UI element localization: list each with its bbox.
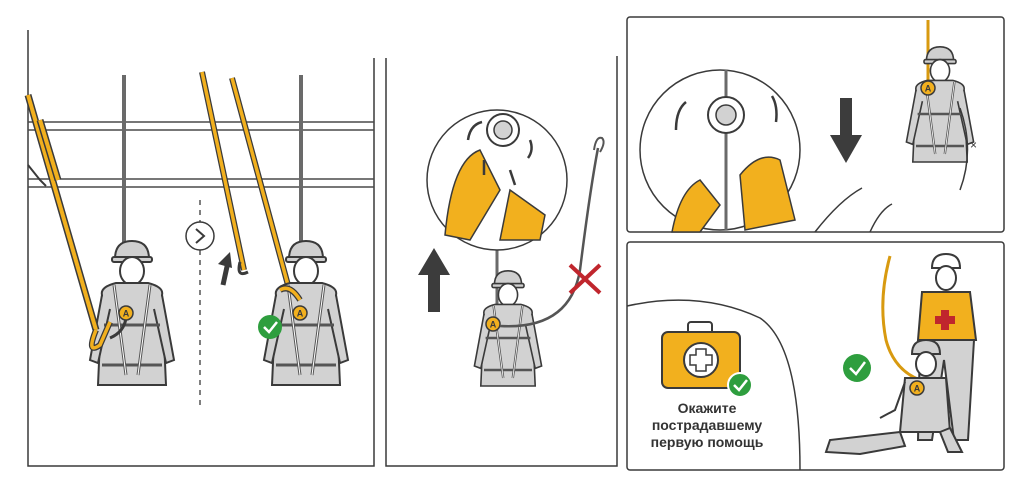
anchor-letter: A [297,309,304,319]
check-circle-icon [258,315,282,339]
anchor-point-panel-2: A [485,316,501,332]
reaching-arm [814,187,863,233]
arrow-up-icon [218,252,232,286]
first-aid-kit-icon [661,321,741,389]
check-circle-icon [727,372,753,398]
arrow-down-large-icon [830,98,862,163]
caption-line-2: пострадавшему [651,417,763,433]
first-aid-caption: Окажите пострадавшему первую помощь [617,400,797,451]
anchor-letter: A [914,384,921,394]
rope-panel-4 [881,255,921,382]
panel-step-1: A A [24,30,375,467]
chevron-right-circle-icon [185,221,215,251]
panel-step-3: A × [626,16,1005,233]
panel-2-frame [385,56,618,467]
cut-mark: × [970,138,977,152]
anchor-point-panel-3: A [920,80,936,96]
detail-inset-descender [426,109,568,251]
scaffold-bars [28,121,374,188]
anchor-letter: A [490,320,497,330]
arrow-up-large-icon [418,248,450,312]
rescue-pole-left [24,94,113,351]
worker-figure-hanging [473,269,543,388]
anchor-point-panel-4: A [909,380,925,396]
panel-step-4: A [626,241,1005,471]
anchor-point-right: A [292,305,308,321]
panel-1-frame [27,30,375,467]
red-cross-icon [568,263,602,295]
rescue-pole-right [199,71,295,301]
caption-line-3: первую помощь [650,434,764,450]
detail-inset-lowering [639,69,801,233]
medical-cross-icon [935,310,955,330]
anchor-letter: A [925,84,932,94]
check-circle-icon [843,354,871,382]
panel-step-2: A [385,56,618,467]
lanyard-cut [499,147,600,328]
detail-inset-first-aid [626,299,801,471]
anchor-letter: A [123,309,130,319]
anchor-point-left: A [118,305,134,321]
caption-line-1: Окажите [677,400,737,416]
